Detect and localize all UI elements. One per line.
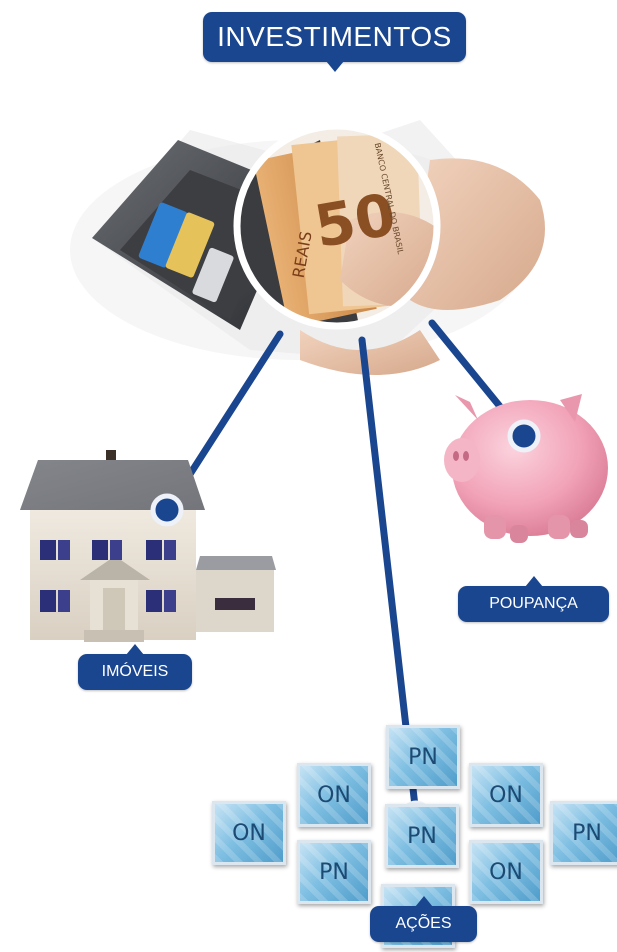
title-text: INVESTIMENTOS (217, 21, 452, 52)
stock-right: PN (550, 801, 617, 865)
imoveis-label: IMÓVEIS (101, 663, 169, 680)
poupanca-tag: POUPANÇA (458, 586, 609, 622)
stock-upper-left-label: ON (317, 782, 351, 808)
piggy-bank-icon (444, 394, 608, 543)
banknote-value: 50 (309, 180, 400, 261)
house-icon (20, 450, 276, 642)
stock-lower-right-label: ON (489, 859, 523, 885)
stock-lower-left: PN (297, 840, 371, 904)
zoom-magnifier: 50 REAIS BANCO CENTRAL DO BRASIL (233, 122, 441, 330)
acoes-tag: AÇÕES (370, 906, 477, 942)
stock-top: PN (386, 725, 460, 789)
stock-upper-left: ON (297, 763, 371, 827)
stock-lower-right: ON (469, 840, 543, 904)
stock-upper-right: ON (469, 763, 543, 827)
stock-upper-right-label: ON (489, 782, 523, 808)
title-tag: INVESTIMENTOS (203, 12, 466, 62)
stock-left: ON (212, 801, 286, 865)
stock-top-label: PN (408, 744, 438, 770)
stock-center: PN (385, 804, 459, 868)
imoveis-tag: IMÓVEIS (78, 654, 192, 690)
acoes-label: AÇÕES (395, 915, 452, 932)
poupanca-label: POUPANÇA (489, 595, 578, 612)
stock-center-label: PN (407, 823, 437, 849)
stock-right-label: PN (572, 820, 602, 846)
stock-lower-left-label: PN (319, 859, 349, 885)
stock-left-label: ON (232, 820, 266, 846)
